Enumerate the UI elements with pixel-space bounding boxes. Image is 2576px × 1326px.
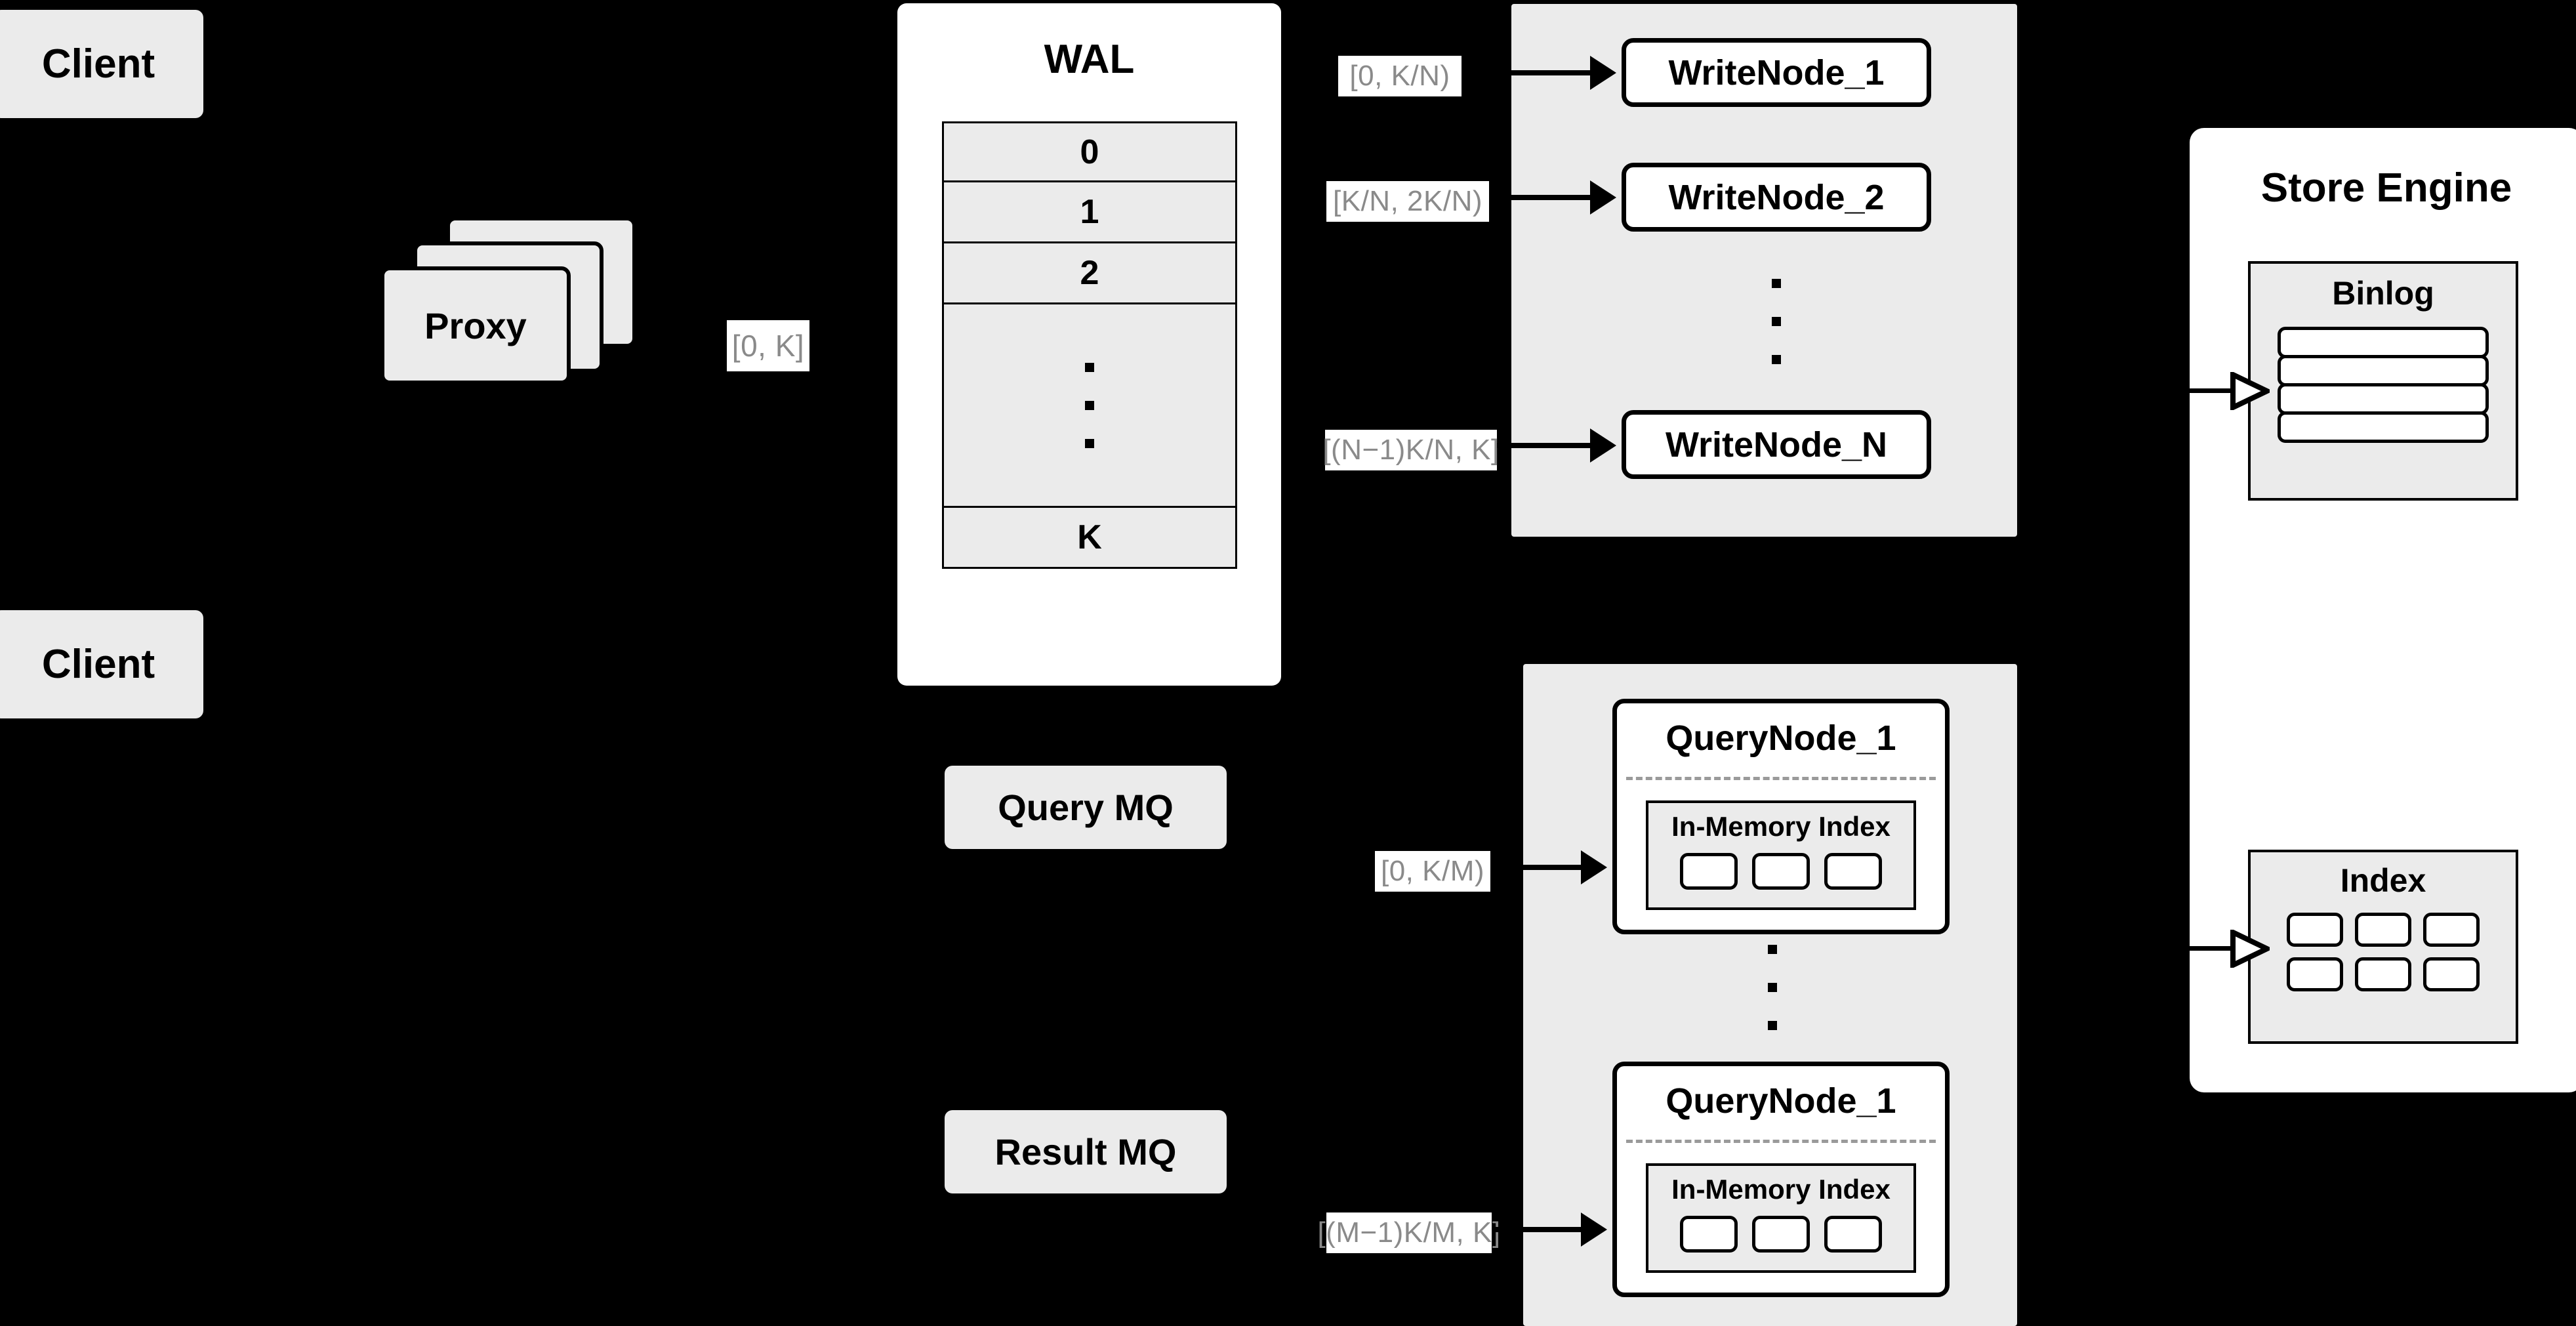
- edge-label-wal-to-writenode-1: [0, K/N): [1338, 56, 1462, 96]
- edge-label-mq-to-querynode-m: [(M−1)K/M, K]: [1317, 1212, 1500, 1253]
- index-grid-cell: [2287, 957, 2343, 991]
- wal-panel: WAL 0 1 2 K: [897, 3, 1281, 686]
- wal-title: WAL: [1044, 37, 1135, 82]
- query-node-1-separator: [1626, 777, 1936, 780]
- write-cluster-vertical-dots: [1768, 279, 1784, 364]
- query-node-1-title: QueryNode_1: [1666, 718, 1896, 758]
- query-mq-label: Query MQ: [998, 787, 1174, 828]
- index-box: Index: [2248, 850, 2518, 1044]
- binlog-bar: [2278, 355, 2489, 386]
- arrow-line-store-binlog: [2190, 388, 2233, 393]
- index-grid-cell: [2423, 913, 2480, 947]
- write-node-2-label: WriteNode_2: [1668, 177, 1885, 217]
- index-cell: [1680, 853, 1738, 890]
- index-grid-cell: [2355, 957, 2411, 991]
- edge-label-text: [0, K]: [731, 329, 805, 363]
- proxy-label: Proxy: [424, 304, 527, 346]
- arrow-head-querynode-m: [1581, 1212, 1607, 1247]
- query-node-m-in-memory-index: In-Memory Index: [1646, 1163, 1916, 1273]
- client-label-2: Client: [41, 642, 155, 687]
- index-cell: [1824, 1216, 1882, 1253]
- client-box-1[interactable]: Client: [0, 10, 203, 118]
- index-title: Index: [2340, 862, 2426, 899]
- arrow-line-querynode-m: [1492, 1227, 1584, 1232]
- in-memory-index-cells-1: [1648, 853, 1913, 890]
- arrow-line-querynode-1: [1490, 865, 1584, 870]
- store-engine-panel: Store Engine Binlog Index: [2190, 128, 2576, 1092]
- wal-vertical-dots: [1085, 362, 1094, 448]
- query-cluster-vertical-dots: [1765, 945, 1780, 1030]
- index-grid-cell: [2355, 913, 2411, 947]
- arrow-line-writenode-2: [1489, 195, 1593, 200]
- edge-label-client-to-wal: [0, K]: [727, 320, 809, 371]
- result-mq-label: Result MQ: [994, 1131, 1177, 1172]
- wal-row: 0: [942, 121, 1237, 182]
- query-mq-box[interactable]: Query MQ: [945, 766, 1227, 849]
- store-engine-title: Store Engine: [2260, 165, 2512, 211]
- index-grid: [2251, 913, 2516, 991]
- wal-row: K: [942, 508, 1237, 569]
- index-cell: [1752, 853, 1810, 890]
- wal-row: 1: [942, 182, 1237, 243]
- edge-label-wal-to-writenode-n: [(N−1)K/N, K]: [1322, 430, 1499, 470]
- write-node-n-label: WriteNode_N: [1665, 425, 1888, 465]
- binlog-bar: [2278, 383, 2489, 415]
- index-cell: [1680, 1216, 1738, 1253]
- arrow-head-writenode-2: [1590, 180, 1616, 215]
- write-node-n[interactable]: WriteNode_N: [1622, 410, 1931, 479]
- wal-row-ellipsis: [942, 304, 1237, 508]
- query-node-m[interactable]: QueryNode_1 In-Memory Index: [1612, 1062, 1950, 1297]
- arrow-line-writenode-1: [1462, 70, 1593, 75]
- proxy-stack[interactable]: Proxy: [380, 217, 676, 433]
- write-node-2[interactable]: WriteNode_2: [1622, 163, 1931, 232]
- in-memory-index-title-1: In-Memory Index: [1671, 811, 1891, 842]
- result-mq-box[interactable]: Result MQ: [945, 1110, 1227, 1193]
- arrow-line-store-index: [2190, 946, 2233, 951]
- binlog-bars: [2278, 327, 2489, 443]
- binlog-bar: [2278, 327, 2489, 358]
- index-grid-cell: [2287, 913, 2343, 947]
- query-node-1-in-memory-index: In-Memory Index: [1646, 800, 1916, 910]
- binlog-box: Binlog: [2248, 261, 2518, 501]
- write-node-1[interactable]: WriteNode_1: [1622, 38, 1931, 107]
- write-node-1-label: WriteNode_1: [1668, 52, 1885, 93]
- arrow-head-writenode-n: [1590, 428, 1616, 463]
- in-memory-index-cells-2: [1648, 1216, 1913, 1253]
- index-grid-cell: [2423, 957, 2480, 991]
- query-node-m-title: QueryNode_1: [1666, 1081, 1896, 1121]
- query-node-1[interactable]: QueryNode_1 In-Memory Index: [1612, 699, 1950, 934]
- client-label-1: Client: [41, 41, 155, 87]
- arrow-line-writenode-n: [1497, 443, 1593, 448]
- in-memory-index-title-2: In-Memory Index: [1671, 1174, 1891, 1205]
- index-cell: [1824, 853, 1882, 890]
- binlog-bar: [2278, 411, 2489, 443]
- edge-label-wal-to-writenode-2: [K/N, 2K/N): [1326, 181, 1489, 222]
- client-box-2[interactable]: Client: [0, 610, 203, 718]
- wal-row: 2: [942, 243, 1237, 304]
- query-node-m-separator: [1626, 1140, 1936, 1143]
- binlog-title: Binlog: [2332, 275, 2434, 312]
- arrow-head-writenode-1: [1590, 56, 1616, 90]
- edge-label-mq-to-querynode-1: [0, K/M): [1375, 851, 1490, 892]
- arrow-head-querynode-1: [1581, 850, 1607, 884]
- index-cell: [1752, 1216, 1810, 1253]
- proxy-card-front[interactable]: Proxy: [380, 266, 571, 384]
